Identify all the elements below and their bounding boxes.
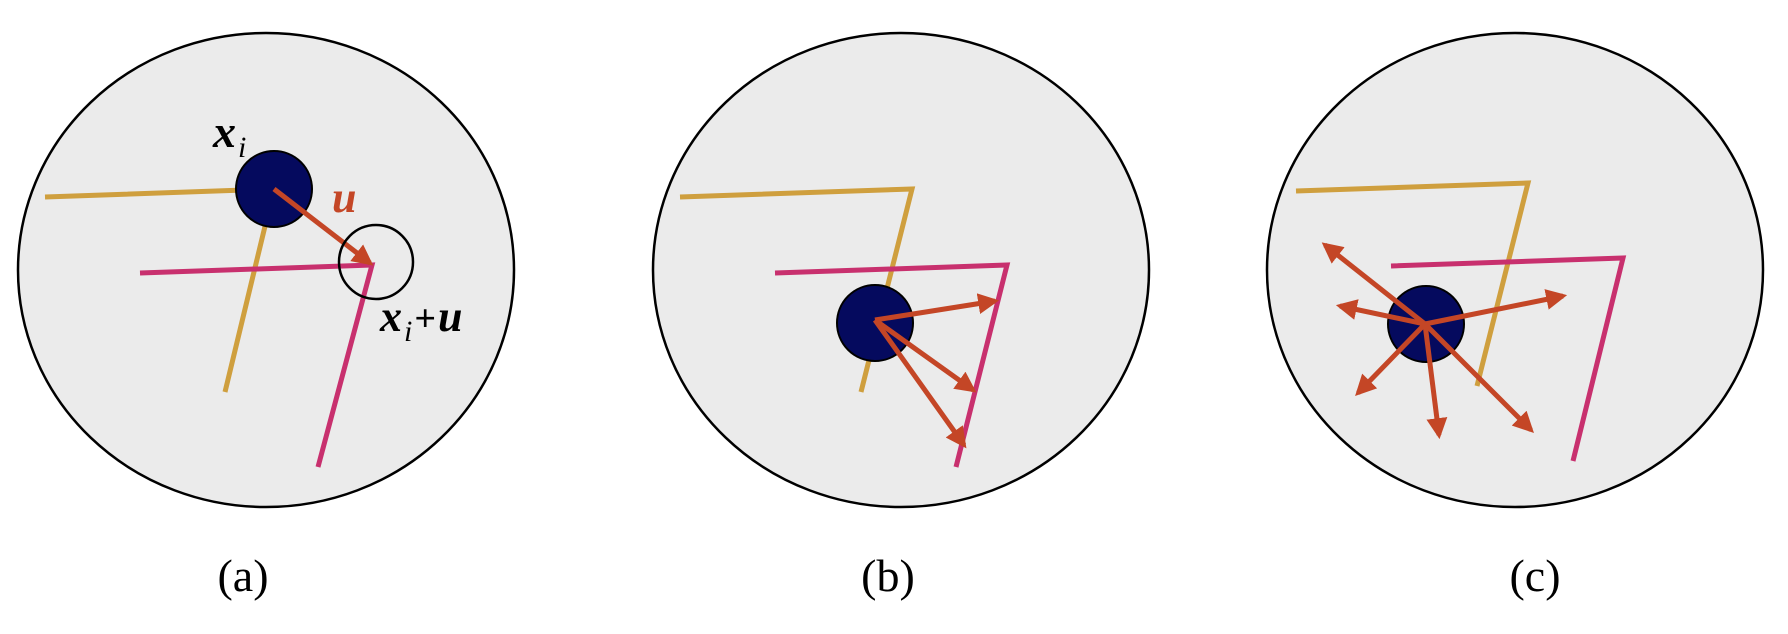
panel-b: (b) [651,31,1151,601]
sample-arrow [1422,323,1448,440]
caption-a: (a) [217,550,268,601]
gold-polyline [1295,180,1532,387]
sample-arrow [872,318,967,449]
particle-label-base: x [212,106,236,157]
sample-arrow [1321,242,1427,326]
sample-arrow [1424,289,1568,327]
pink-polyline [1390,255,1627,462]
sample-arrow [1355,322,1427,397]
sample-arrow [873,317,977,393]
target-label-vec: u [438,292,462,341]
vector-label: u [332,173,356,222]
target-label: xi+u [379,292,462,348]
panel-a: xi u xi+u (a) [16,31,516,601]
disc [1265,31,1765,509]
caption-c: (c) [1509,550,1560,601]
panel-c: (c) [1265,31,1765,601]
pink-polyline [774,262,1011,468]
displacement-arrow [272,187,374,266]
target-label-sub: i [404,315,412,348]
particle-label: xi [212,106,246,164]
sample-arrow [1335,299,1426,327]
caption-b: (b) [861,550,915,601]
target-label-base: x [379,292,402,341]
sample-arrow [1423,322,1534,433]
target-label-plus: + [414,298,436,340]
particle-label-sub: i [238,131,246,164]
sample-arrow [874,293,1000,323]
target-circle [337,223,415,301]
